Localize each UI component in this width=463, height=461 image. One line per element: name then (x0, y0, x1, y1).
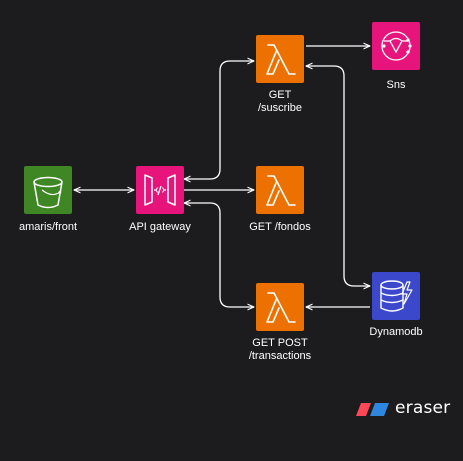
sns-node[interactable] (372, 22, 420, 70)
dynamodb-label: Dynamodb (369, 326, 423, 338)
dynamodb-node[interactable] (372, 272, 420, 320)
api-gateway-icon (144, 174, 176, 206)
lambda-transactions-label: GET POST /transactions (248, 337, 312, 362)
lambda-icon (266, 292, 296, 323)
dynamodb-icon (380, 280, 413, 312)
s3-node[interactable] (24, 166, 72, 214)
sns-icon (381, 31, 412, 61)
eraser-brand: eraser (354, 398, 450, 418)
api-gateway-node[interactable] (136, 166, 184, 214)
lambda-suscribe-node[interactable] (256, 35, 304, 83)
bucket-icon (33, 176, 63, 209)
lambda-fondos-node[interactable] (256, 166, 304, 214)
s3-label: amaris/front (18, 221, 78, 233)
eraser-brand-text: eraser (395, 398, 451, 418)
lambda-icon (266, 175, 296, 206)
sns-label: Sns (386, 79, 406, 91)
api-gateway-label: API gateway (129, 221, 191, 233)
edge-api-transactions (184, 203, 254, 307)
lambda-transactions-node[interactable] (256, 283, 304, 331)
edge-api-suscribe (184, 61, 254, 179)
edge-suscribe-dynamodb (306, 66, 370, 286)
lambda-suscribe-label: GET /suscribe (257, 89, 303, 114)
eraser-logo-icon (356, 403, 389, 416)
lambda-fondos-label: GET /fondos (249, 221, 311, 233)
lambda-icon (266, 44, 296, 75)
